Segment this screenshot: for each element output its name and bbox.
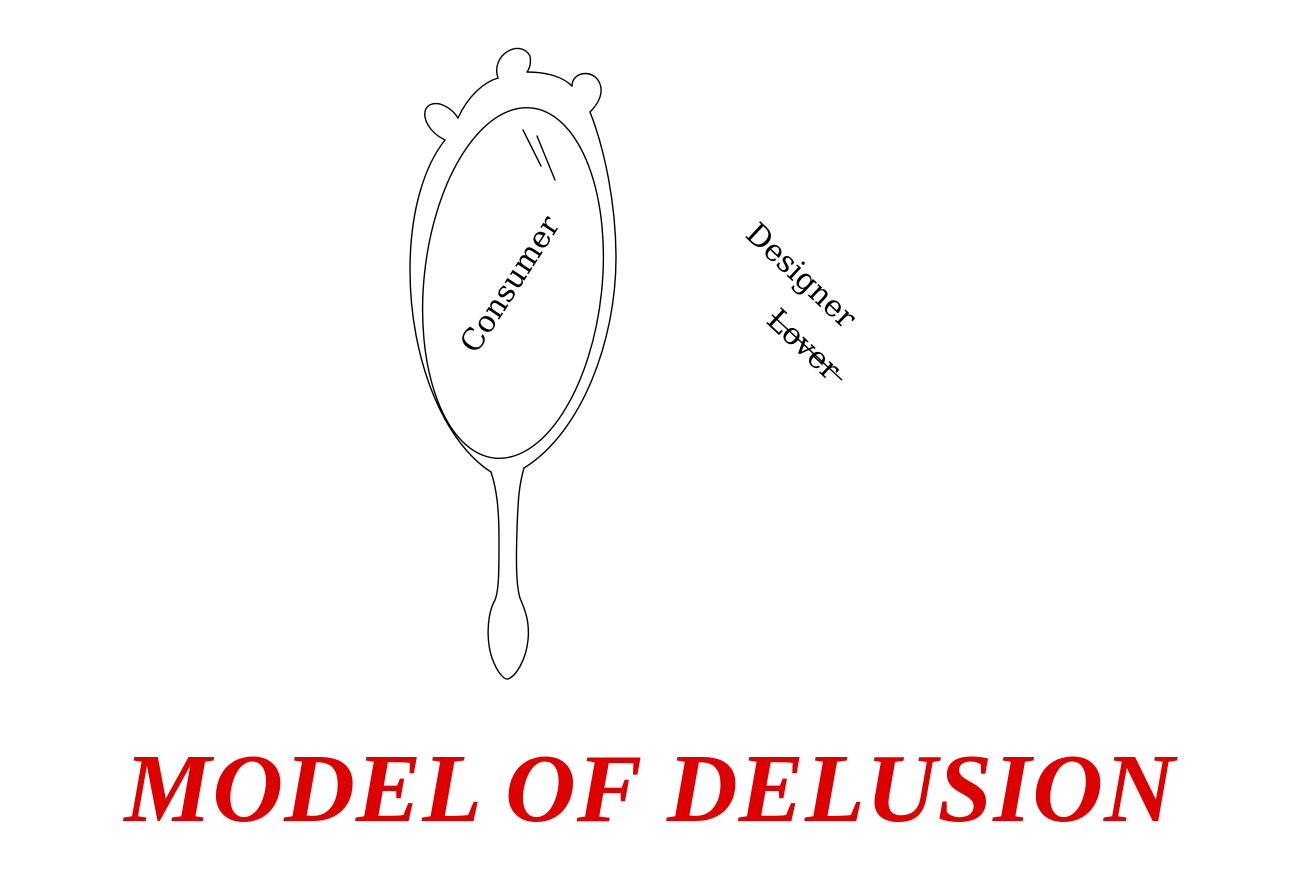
mirror-outer-frame <box>409 71 617 473</box>
strike-through-line <box>771 314 843 381</box>
mirror-ornament-bumps <box>424 47 602 141</box>
mirror-handle <box>487 467 530 680</box>
hand-mirror <box>409 47 617 680</box>
mirror-glare-lines <box>522 129 556 181</box>
diagram-title: MODEL OF DELUSION <box>124 735 1176 843</box>
reflection-label: Consumer <box>453 209 567 359</box>
mirror-glass <box>421 107 605 459</box>
